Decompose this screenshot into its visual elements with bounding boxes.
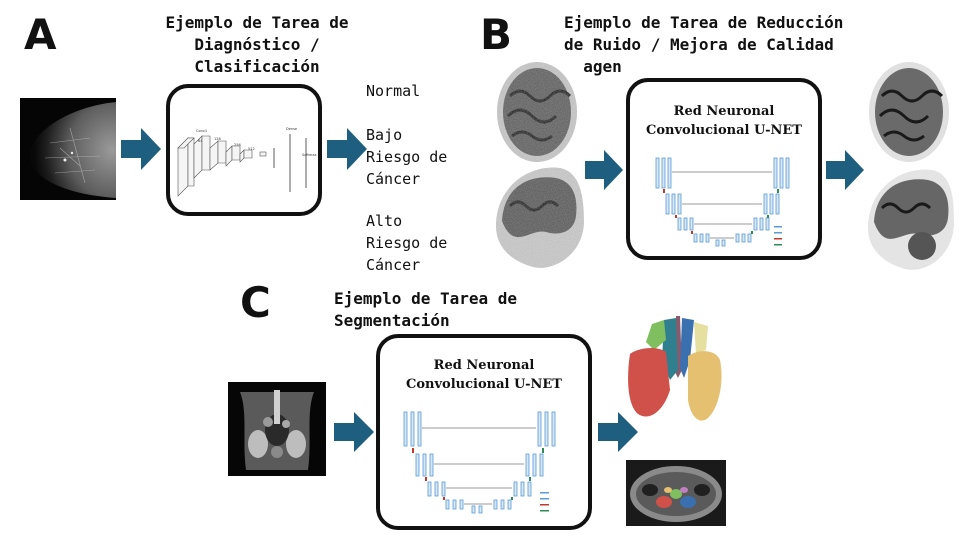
mri-pelvis-image [228, 382, 326, 476]
outcome-line: Riesgo de [366, 234, 448, 252]
outcome-line: Normal [366, 82, 421, 100]
ct-axial-segmentation-image [626, 460, 726, 526]
panel-a-title-line: Ejemplo de Tarea de [165, 13, 349, 32]
outcome-line: Bajo [366, 126, 403, 144]
panel-c-letter: C [240, 278, 271, 327]
panel-c-title: Ejemplo de Tarea de Segmentación [334, 288, 517, 332]
cnn-label: 64 [198, 139, 203, 143]
unet-architecture-diagram [403, 411, 556, 514]
cnn-model-box: Conv1 64 128 256 512 Dense Softmax [166, 84, 322, 216]
cnn-architecture-diagram: Conv1 64 128 256 512 Dense Softmax [177, 127, 317, 197]
outcome-high-risk: Alto Riesgo de Cáncer [366, 210, 447, 276]
unet-model-box-c: Red Neuronal Convolucional U-NET [376, 334, 592, 530]
right-arrow-icon [598, 412, 638, 452]
right-arrow-icon [826, 150, 864, 190]
panel-b-title-line: de Ruido / Mejora de Calidad [564, 35, 834, 54]
outcome-normal: Normal [366, 80, 420, 102]
cnn-label: 128 [214, 137, 221, 141]
unet-label-line: Red Neuronal [673, 104, 775, 119]
panel-b-title: Ejemplo de Tarea de Reducción de Ruido /… [564, 12, 843, 78]
right-arrow-icon [327, 128, 367, 170]
panel-a-letter: A [24, 10, 57, 59]
panel-b-letter: B [480, 10, 513, 59]
unet-architecture-diagram [655, 157, 790, 247]
unet-model-box-b: Red Neuronal Convolucional U-NET [626, 78, 822, 260]
noisy-pet-brain-image [490, 56, 584, 276]
cnn-label: Softmax [302, 153, 317, 157]
unet-label-b: Red Neuronal Convolucional U-NET [630, 102, 818, 140]
mammogram-image [20, 98, 117, 200]
outcome-line: Cáncer [366, 170, 421, 188]
outcome-line: Cáncer [366, 256, 421, 274]
panel-a-title-line: Clasificación [194, 57, 320, 76]
right-arrow-icon [334, 412, 374, 452]
unet-label-line: Red Neuronal [433, 358, 535, 373]
panel-a-title: Ejemplo de Tarea de Diagnóstico / Clasif… [142, 12, 372, 78]
panel-c-title-line: Ejemplo de Tarea de [334, 289, 518, 308]
cnn-label: Conv1 [196, 129, 207, 133]
panel-a-title-line: Diagnóstico / [194, 35, 320, 54]
right-arrow-icon [585, 150, 623, 190]
panel-b-title-line: Ejemplo de Tarea de Reducción [564, 13, 844, 32]
cnn-label: 512 [248, 147, 255, 151]
unet-label-c: Red Neuronal Convolucional U-NET [380, 356, 588, 394]
outcome-line: Alto [366, 212, 403, 230]
panel-b-title-line: Imagen [564, 57, 622, 76]
outcome-line: Riesgo de [366, 148, 448, 166]
cnn-label: 256 [234, 143, 241, 147]
3d-muscle-segmentation-render [628, 316, 722, 421]
denoised-pet-brain-image [864, 56, 954, 278]
cnn-label: Dense [286, 127, 297, 131]
outcome-low-risk: Bajo Riesgo de Cáncer [366, 124, 447, 190]
unet-label-line: Convolucional U-NET [646, 123, 802, 138]
right-arrow-icon [121, 128, 161, 170]
panel-c-title-line: Segmentación [334, 311, 450, 330]
unet-label-line: Convolucional U-NET [406, 377, 562, 392]
